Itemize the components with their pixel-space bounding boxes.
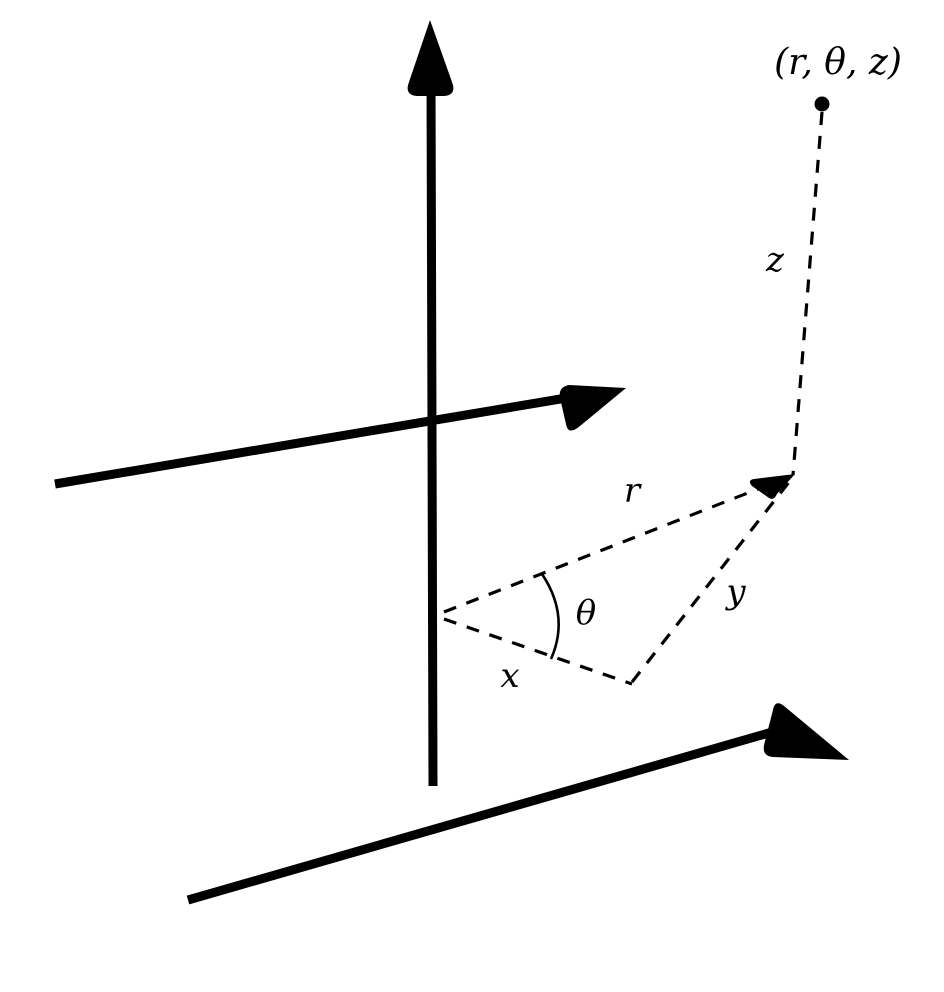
theta-angle-label: θ <box>576 593 596 633</box>
z-height-dashed-line <box>791 111 824 476</box>
x-axis-arrowhead-icon <box>763 703 849 760</box>
y-projection-dashed-line <box>630 476 795 683</box>
y-axis-group <box>54 385 626 489</box>
point-marker-dot <box>814 96 830 112</box>
x-axis-group <box>186 703 849 905</box>
x-axis-line <box>186 721 795 905</box>
theta-angle-arc <box>540 573 560 660</box>
x-projection-label: x <box>500 656 519 696</box>
z-axis-arrowhead-icon <box>407 20 454 96</box>
r-radius-arrowhead-icon <box>749 474 795 499</box>
y-projection-label: y <box>724 572 746 612</box>
point-coordinates-label: (r, θ, z) <box>774 42 902 83</box>
y-axis-arrowhead-icon <box>559 385 626 431</box>
x-projection-dashed-line <box>443 617 633 686</box>
z-axis-group <box>407 20 454 787</box>
z-height-label: z <box>765 240 785 280</box>
r-radius-label: r <box>624 471 642 511</box>
z-axis-line <box>426 79 438 787</box>
y-axis-line <box>54 388 597 489</box>
